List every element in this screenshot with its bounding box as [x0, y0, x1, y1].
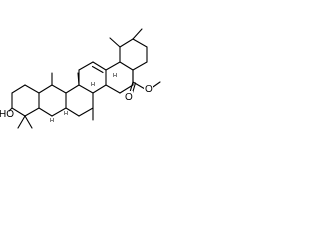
stereo-h-label: H	[91, 82, 95, 88]
bond	[105, 84, 121, 94]
label-background	[124, 91, 133, 101]
bond	[105, 61, 121, 71]
stereo-h-label: H	[64, 111, 68, 117]
methyl-groups	[17, 28, 143, 129]
carbonyl-oxygen-label: O	[125, 92, 133, 103]
bond	[119, 84, 134, 94]
methyl-bond	[77, 72, 80, 86]
bond	[38, 107, 53, 117]
hydroxyl-label: HO	[0, 109, 14, 120]
bond	[78, 107, 94, 117]
bond	[65, 84, 80, 94]
ester-oxygen-label: O	[145, 84, 153, 95]
ring-d	[78, 61, 107, 94]
bond	[38, 84, 53, 94]
ring-b	[38, 84, 67, 117]
structure-diagram: HO O O H H H H	[0, 0, 197, 140]
double-bond-inner	[91, 65, 104, 74]
label-background	[144, 83, 153, 93]
bond	[92, 84, 107, 94]
stereo-h-label: H	[113, 73, 117, 79]
bond	[11, 84, 26, 94]
bond	[65, 107, 80, 117]
carbonyl-bond	[129, 81, 134, 93]
bond	[119, 61, 134, 71]
label-background	[0, 108, 9, 119]
ring-c	[65, 84, 94, 117]
bond	[78, 61, 94, 71]
bond	[78, 84, 94, 94]
methyl-bond	[17, 115, 26, 129]
bond	[51, 107, 67, 117]
ring-e	[105, 61, 134, 94]
bond	[119, 38, 134, 48]
molecule-drawing: HO O O H H H H	[0, 28, 161, 129]
bond	[132, 38, 148, 48]
ring-f	[119, 38, 148, 71]
methyl-bond	[109, 37, 121, 48]
methyl-bond	[132, 28, 143, 40]
bond	[132, 61, 148, 71]
bond	[51, 84, 67, 94]
bond	[11, 107, 26, 117]
methyl-bond	[24, 115, 33, 129]
bond	[24, 107, 40, 117]
bond	[24, 84, 40, 94]
double-bond	[92, 61, 107, 71]
stereo-h-label: H	[50, 118, 54, 124]
ring-a	[11, 84, 40, 117]
